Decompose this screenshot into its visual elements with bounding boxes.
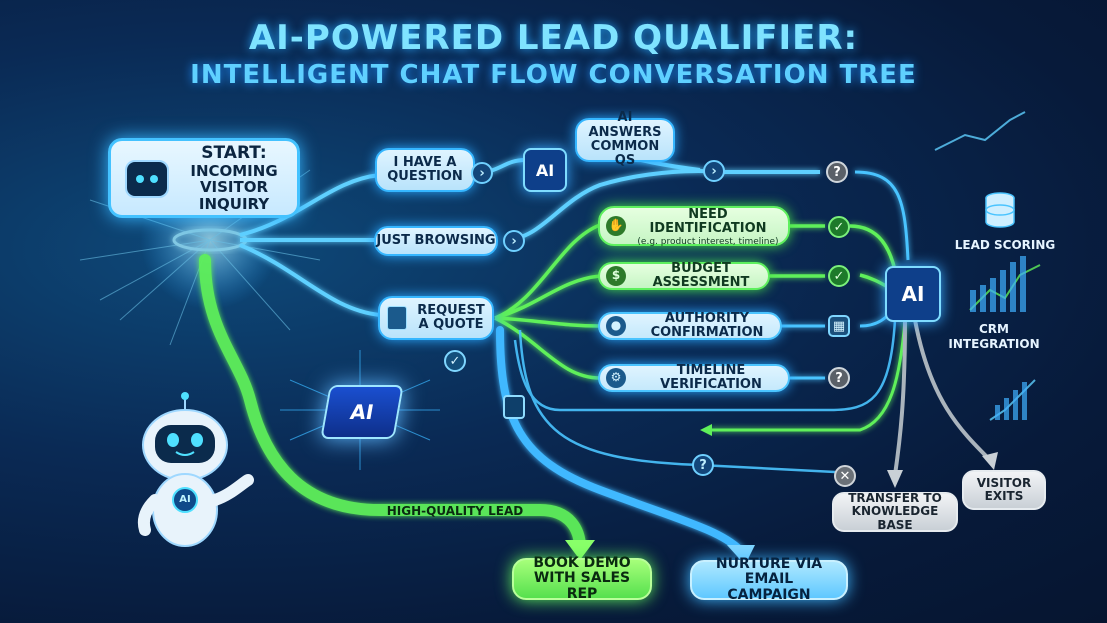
check-icon-quote: ✓ [444, 350, 466, 372]
document-icon [387, 306, 407, 330]
title-line-2: INTELLIGENT CHAT FLOW CONVERSATION TREE [190, 60, 917, 90]
outcome-book-demo[interactable]: BOOK DEMO WITH SALES REP [512, 555, 652, 601]
lead-scoring-label: LEAD SCORING [954, 238, 1056, 252]
question-icon-timeline: ? [828, 367, 850, 389]
option-browsing[interactable]: JUST BROWSING [374, 226, 498, 256]
close-icon: ✕ [834, 465, 856, 487]
lock-icon [503, 395, 525, 419]
step-need-identification[interactable]: ✋ NEED IDENTIFICATION (e.g. product inte… [598, 206, 790, 246]
outcome-transfer[interactable]: TRANSFER TO KNOWLEDGE BASE [832, 492, 958, 532]
step-timeline-verification[interactable]: ⚙ TIMELINE VERIFICATION [598, 362, 790, 392]
title-line-1: AI-POWERED LEAD QUALIFIER: [248, 18, 859, 58]
step-4-label: TIMELINE VERIFICATION [660, 362, 762, 392]
start-label-1: START: [201, 142, 267, 163]
arrow-icon-browsing[interactable]: › [503, 230, 525, 252]
ai-chip-top: AI [523, 148, 567, 192]
robot-head-icon [125, 160, 169, 198]
step-3-label: AUTHORITY CONFIRMATION [650, 310, 764, 340]
outcome-nurture[interactable]: NURTURE VIA EMAIL CAMPAIGN [690, 556, 848, 602]
calendar-icon: ▦ [828, 315, 850, 337]
gear-icon: ⚙ [606, 368, 626, 388]
ai-answers-node[interactable]: AI ANSWERS COMMON Qs [575, 111, 675, 168]
question-icon-top: ? [826, 161, 848, 183]
handshake-icon: ✋ [606, 216, 626, 236]
person-icon: ● [606, 316, 626, 336]
start-label-3: VISITOR INQUIRY [198, 178, 270, 213]
robot-mascot [137, 392, 254, 547]
arrow-icon-ai-answers[interactable]: › [703, 160, 725, 182]
check-icon-budget: ✓ [828, 265, 850, 287]
crm-integration-label: CRM INTEGRATION [948, 322, 1040, 351]
high-quality-lead-label: HIGH-QUALITY LEAD [386, 504, 524, 518]
arrow-icon-question[interactable]: › [471, 162, 493, 184]
step-authority-confirmation[interactable]: ● AUTHORITY CONFIRMATION [598, 310, 782, 340]
step-1-label: NEED IDENTIFICATION [649, 207, 767, 237]
question-icon-lower: ? [692, 454, 714, 476]
outcome-visitor-exits[interactable]: VISITOR EXITS [962, 470, 1046, 510]
dollar-icon: $ [606, 266, 626, 286]
ai-chip-right: AI [885, 266, 941, 322]
start-label-2: INCOMING [190, 161, 278, 180]
step-1-sub: (e.g. product interest, timeline) [637, 236, 779, 247]
ai-chip-center: AI [320, 385, 404, 439]
check-icon-need: ✓ [828, 216, 850, 238]
high-quality-path [199, 254, 586, 554]
option-question[interactable]: I HAVE A QUESTION [375, 148, 475, 192]
step-2-label: BUDGET ASSESSMENT [652, 260, 750, 290]
robot-badge: AI [179, 494, 191, 505]
step-budget-assessment[interactable]: $ BUDGET ASSESSMENT [598, 260, 770, 290]
database-icon [985, 192, 1015, 228]
